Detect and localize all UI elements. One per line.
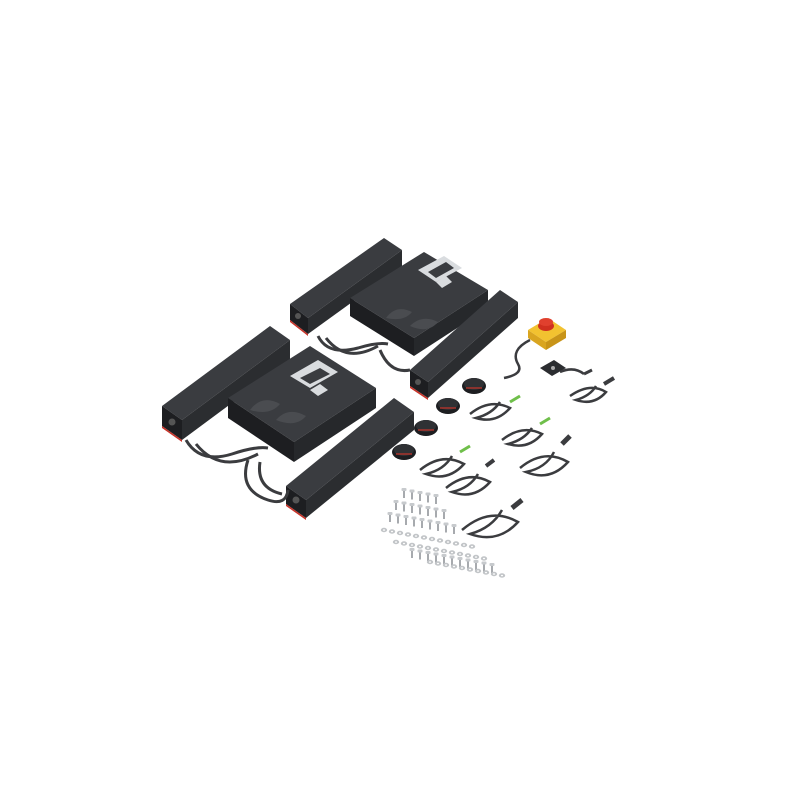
screw-icon bbox=[435, 521, 441, 531]
screw-icon bbox=[457, 557, 463, 567]
screw-icon bbox=[395, 513, 401, 524]
screw-icon bbox=[417, 549, 423, 560]
washer-icon bbox=[452, 541, 460, 546]
cable-icon bbox=[324, 337, 379, 355]
washer-icon bbox=[480, 556, 488, 561]
washer-icon bbox=[412, 533, 420, 539]
fastener-set bbox=[380, 488, 506, 578]
power-cable-icon bbox=[559, 368, 593, 376]
washer-icon bbox=[400, 541, 408, 546]
upper-kit bbox=[290, 238, 518, 400]
screw-icon bbox=[481, 561, 487, 572]
washer-icon bbox=[428, 536, 436, 542]
mounting-foot-icon bbox=[462, 378, 486, 394]
screw-icon bbox=[433, 552, 439, 563]
mounting-foot-icon bbox=[414, 420, 438, 436]
cable-icon bbox=[316, 335, 389, 352]
power-cable-icon bbox=[519, 434, 572, 477]
screw-icon bbox=[427, 519, 433, 530]
screw-icon bbox=[387, 512, 393, 522]
washer-icon bbox=[434, 561, 442, 566]
cable-icon bbox=[257, 461, 283, 496]
screw-icon bbox=[441, 554, 447, 564]
controller-box-icon bbox=[228, 346, 376, 462]
cable-icon bbox=[184, 439, 269, 459]
power-cable-icon bbox=[461, 498, 524, 539]
controller-box-icon bbox=[350, 252, 488, 356]
washer-icon bbox=[468, 544, 476, 549]
washer-icon bbox=[460, 542, 468, 548]
screw-icon bbox=[419, 518, 425, 528]
washer-icon bbox=[472, 554, 480, 560]
screw-icon bbox=[473, 560, 479, 570]
washer-icon bbox=[444, 539, 452, 545]
screw-icon bbox=[433, 507, 439, 518]
logo-mark-icon bbox=[418, 256, 462, 288]
mounting-foot-icon bbox=[392, 444, 416, 460]
washer-icon bbox=[404, 532, 412, 537]
power-cable-icon bbox=[445, 458, 496, 496]
washer-icon bbox=[392, 539, 400, 545]
washer-icon bbox=[432, 547, 440, 552]
mounting-foot-icon bbox=[436, 398, 460, 414]
screw-icon bbox=[443, 522, 449, 533]
screw-icon bbox=[409, 548, 415, 558]
screw-icon bbox=[417, 504, 423, 515]
cable-icon bbox=[244, 459, 290, 504]
washer-icon bbox=[498, 573, 506, 578]
screw-icon bbox=[441, 509, 447, 519]
washer-icon bbox=[490, 571, 498, 577]
washer-icon bbox=[450, 564, 458, 569]
logo-mark-icon bbox=[290, 360, 338, 396]
power-cable-icon bbox=[469, 394, 521, 421]
screw-icon bbox=[403, 515, 409, 525]
screw-icon bbox=[465, 558, 471, 569]
washer-icon bbox=[456, 551, 464, 557]
screw-icon bbox=[449, 555, 455, 566]
washer-icon bbox=[458, 565, 466, 571]
washer-icon bbox=[416, 544, 424, 549]
emergency-stop-button-icon bbox=[503, 318, 566, 380]
actuator-rail-icon bbox=[410, 290, 518, 400]
washer-icon bbox=[426, 559, 434, 565]
power-cable-icon bbox=[501, 416, 551, 447]
washer-icon bbox=[474, 568, 482, 574]
washer-icon bbox=[466, 567, 474, 572]
washer-icon bbox=[388, 529, 396, 534]
screw-icon bbox=[433, 494, 439, 504]
actuator-rail-icon bbox=[286, 398, 414, 520]
screw-icon bbox=[401, 501, 407, 512]
power-cable-icon bbox=[419, 444, 471, 478]
washer-icon bbox=[440, 548, 448, 554]
screw-icon bbox=[393, 500, 399, 510]
screw-icon bbox=[425, 506, 431, 516]
lower-kit bbox=[162, 326, 414, 520]
screw-icon bbox=[409, 489, 415, 500]
screw-icon bbox=[425, 551, 431, 561]
screw-icon bbox=[417, 491, 423, 501]
switch-box-icon bbox=[540, 360, 566, 376]
washer-icon bbox=[396, 530, 404, 536]
washer-icon bbox=[482, 570, 490, 575]
cable-icon bbox=[378, 349, 411, 373]
screw-icon bbox=[401, 488, 407, 498]
washer-icon bbox=[442, 562, 450, 568]
washer-icon bbox=[424, 545, 432, 551]
screw-icon bbox=[489, 563, 495, 573]
screw-icon bbox=[411, 516, 417, 527]
actuator-rail-icon bbox=[162, 326, 290, 442]
washer-icon bbox=[420, 535, 428, 540]
washer-icon bbox=[448, 550, 456, 555]
power-cable-icon bbox=[569, 376, 616, 403]
cable-icon bbox=[194, 443, 259, 464]
washer-icon bbox=[380, 527, 388, 533]
washer-icon bbox=[464, 553, 472, 558]
actuator-rail-icon bbox=[290, 238, 402, 336]
screw-icon bbox=[451, 524, 457, 534]
screw-icon bbox=[409, 503, 415, 513]
screw-icon bbox=[425, 492, 431, 503]
washer-icon bbox=[436, 538, 444, 543]
washer-icon bbox=[408, 542, 416, 548]
